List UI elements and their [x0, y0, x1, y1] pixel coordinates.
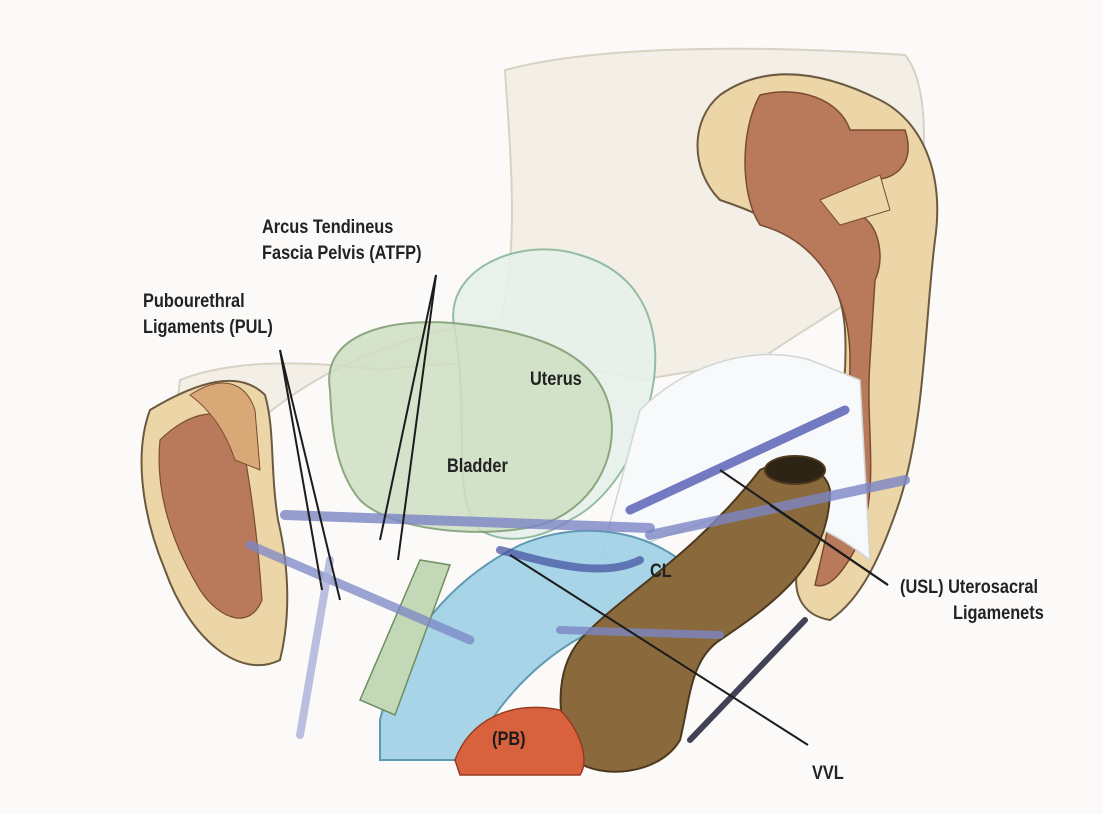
label-atfp-line1: Arcus Tendineus: [262, 216, 393, 240]
label-usl-line2: Ligamenets: [953, 602, 1044, 626]
label-cl: CL: [650, 560, 672, 584]
label-bladder: Bladder: [447, 455, 508, 479]
label-pul-line2: Ligaments (PUL): [143, 316, 273, 340]
bladder-organ: [329, 322, 612, 532]
label-usl-line1: (USL) Uterosacral: [900, 576, 1038, 600]
label-atfp-line2: Fascia Pelvis (ATFP): [262, 242, 422, 266]
label-uterus: Uterus: [530, 368, 582, 392]
label-vvl: VVL: [812, 762, 844, 786]
cardinal-ligament: [560, 630, 720, 635]
rectum-opening: [765, 456, 825, 484]
label-pb: (PB): [492, 728, 526, 752]
atfp-ligament: [285, 515, 650, 528]
pelvic-floor-band: [300, 560, 330, 735]
label-pul-line1: Pubourethral: [143, 290, 245, 314]
